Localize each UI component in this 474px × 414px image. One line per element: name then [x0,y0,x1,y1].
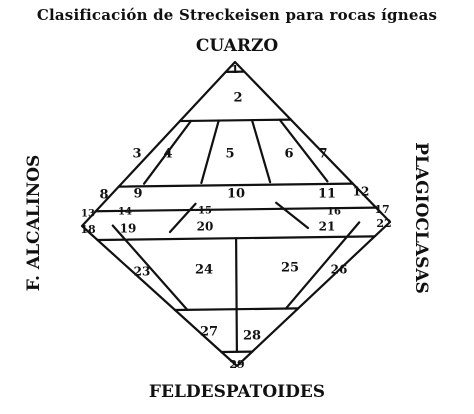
field-label-24: 24 [195,263,213,278]
field-label-19: 19 [120,222,137,236]
q5-line [94,206,378,213]
title: Clasificación de Streckeisen para rocas … [36,6,438,24]
field-label-21: 21 [319,220,336,234]
field-label-23: 23 [134,265,151,279]
field-label-10: 10 [227,187,245,202]
field-label-22: 22 [376,217,391,230]
field-label-2: 2 [233,91,242,106]
field-label-13: 13 [81,209,95,220]
radial-up-65 [250,119,272,184]
field-label-27: 27 [200,325,218,340]
field-label-3: 3 [132,147,141,162]
field-label-6: 6 [284,147,293,162]
curve-right [275,201,310,230]
radial-up-10 [142,119,193,185]
field-label-9: 9 [133,187,142,202]
radial-down-10 [111,224,189,311]
field-label-18: 18 [80,223,96,236]
radial-down-center [235,237,238,353]
field-label-29: 29 [229,358,244,371]
diagram-outline [80,60,392,368]
field-label-15: 15 [198,206,212,217]
radial-up-35 [200,119,220,185]
radial-down-90 [284,221,361,310]
vertex-label-quartz: CUARZO [195,36,279,56]
field-label-8: 8 [99,188,108,203]
field-label-11: 11 [318,187,336,202]
field-label-4: 4 [163,147,172,162]
field-label-5: 5 [225,147,234,162]
field-label-12: 12 [353,185,370,199]
curve-left [168,202,197,234]
diagram-lines [80,60,392,368]
vertex-label-feldspathoids: FELDESPATOIDES [148,382,326,402]
q60-line [178,118,292,123]
field-label-26: 26 [331,263,348,277]
radial-up-90 [278,118,329,183]
field-label-1: 1 [231,63,239,76]
field-label-17: 17 [374,203,389,216]
field-label-25: 25 [281,261,299,276]
field-label-14: 14 [118,207,132,218]
field-label-28: 28 [243,329,261,344]
q20-line [117,182,354,188]
field-label-20: 20 [197,220,214,234]
field-label-16: 16 [327,207,341,218]
field-label-7: 7 [318,147,327,162]
